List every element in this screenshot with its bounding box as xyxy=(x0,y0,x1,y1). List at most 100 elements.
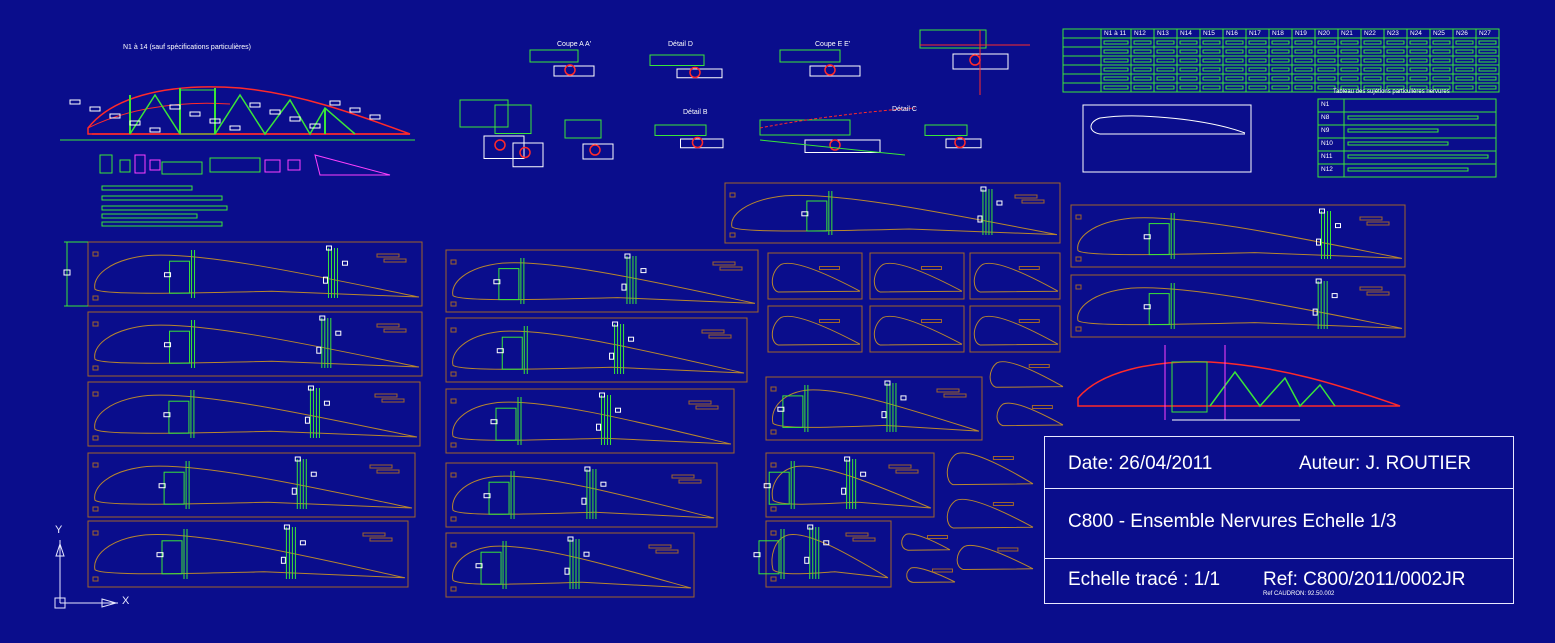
spec-table-mark xyxy=(1156,76,1175,81)
spec-table-header: N24 xyxy=(1410,30,1422,37)
rib-tag xyxy=(1075,284,1082,290)
spec-table-mark xyxy=(1455,40,1474,45)
rib-tag xyxy=(770,429,777,435)
rib-frame xyxy=(445,462,718,528)
detail-bolt xyxy=(589,144,601,156)
assembly-mark xyxy=(89,106,101,112)
rib-tag xyxy=(383,328,407,333)
spec-table-mark xyxy=(1103,67,1129,72)
rib-profile xyxy=(452,545,692,589)
spec-table-mark xyxy=(1478,40,1497,45)
spar-web xyxy=(1148,223,1170,256)
assembly-mark xyxy=(169,104,181,110)
spar-mark xyxy=(156,552,164,558)
spec-table-mark xyxy=(1455,85,1474,90)
spar-web xyxy=(169,260,191,294)
rib-tag xyxy=(450,301,457,307)
spec-table-mark xyxy=(1179,58,1198,63)
spec-table-mark xyxy=(1225,76,1244,81)
spec-table-header: N22 xyxy=(1364,30,1376,37)
spar-web xyxy=(806,200,828,232)
rib-tag xyxy=(1075,256,1082,262)
spec-table-mark xyxy=(1294,49,1313,54)
spec-table-cell xyxy=(1100,55,1132,66)
spar-mark xyxy=(490,419,498,425)
spec-table2-cell xyxy=(1343,98,1497,113)
spar-mark xyxy=(980,186,987,192)
spec-table-mark xyxy=(1386,40,1405,45)
spec-table-cell xyxy=(1100,37,1132,48)
spar-mark xyxy=(628,336,635,342)
spar-mark xyxy=(299,540,306,546)
detail-piece xyxy=(919,29,987,49)
rib-tag xyxy=(450,327,457,333)
spar-mark xyxy=(807,524,814,530)
spar-mark xyxy=(1315,278,1322,284)
rib-profile xyxy=(94,465,413,509)
rib-tag xyxy=(374,393,398,398)
spec-table-mark xyxy=(1202,76,1221,81)
spec-table-mark xyxy=(1294,85,1313,90)
rib-tag xyxy=(719,266,743,271)
mini-rib-tag xyxy=(819,319,840,323)
rib-frame xyxy=(765,376,983,441)
spar-mark xyxy=(325,245,332,251)
spar-mark xyxy=(596,423,602,431)
mini-rib-profile xyxy=(996,402,1064,427)
spec-table-mark xyxy=(1271,76,1290,81)
rib-frame xyxy=(445,532,695,598)
assembly-mark xyxy=(149,127,161,133)
rib-frame xyxy=(87,452,416,518)
spec-table-mark xyxy=(1340,58,1359,63)
spar-mark xyxy=(564,567,570,575)
spar-mark xyxy=(493,279,501,285)
spec-table-mark xyxy=(1271,58,1290,63)
spec-table-mark xyxy=(1455,67,1474,72)
spar-mark xyxy=(624,253,631,259)
nose-frame xyxy=(767,252,863,300)
note-box xyxy=(101,185,193,191)
loose-part xyxy=(99,154,113,174)
spec-table-mark xyxy=(1156,67,1175,72)
rib-tag xyxy=(770,506,777,512)
caudron-ref: Ref CAUDRON: 92.50.002 xyxy=(1263,591,1335,597)
spar-mark xyxy=(996,200,1003,206)
spec-table-header: N20 xyxy=(1318,30,1330,37)
mini-rib-profile xyxy=(973,315,1059,346)
mini-rib-tag xyxy=(932,568,953,573)
spec-table-cell xyxy=(1100,73,1132,84)
spar-mark xyxy=(483,493,491,499)
spar-mark xyxy=(304,416,310,424)
mini-rib-profile xyxy=(901,533,951,551)
rib-tag xyxy=(92,462,99,468)
spec-table-mark xyxy=(1103,76,1129,81)
spar-web xyxy=(168,400,190,434)
mini-rib-tag xyxy=(819,266,840,270)
mini-rib-profile xyxy=(873,262,963,293)
spar-mark xyxy=(583,551,590,557)
rib-tag xyxy=(770,462,777,468)
spar-mark xyxy=(1316,238,1321,246)
spar-mark xyxy=(823,540,830,546)
detail-piece xyxy=(494,104,532,134)
rib-tag xyxy=(450,542,457,548)
spar-mark xyxy=(319,315,326,321)
spec-table-mark xyxy=(1317,67,1336,72)
assembly-mark xyxy=(369,114,381,120)
view-label-detail-c: Détail C xyxy=(892,106,917,113)
spec-table-mark xyxy=(1478,67,1497,72)
mini-rib-profile xyxy=(956,544,1034,570)
rib-tag xyxy=(895,469,919,474)
drawing-title: C800 - Ensemble Nervures Echelle 1/3 xyxy=(1068,511,1397,532)
spec-table-caption: Tableau des sujétions particulières nerv… xyxy=(1333,89,1450,95)
spar-mark xyxy=(600,481,607,487)
rib-tag xyxy=(369,537,393,542)
spar-mark xyxy=(615,407,622,413)
spec-table-mark xyxy=(1103,85,1129,90)
spec-table-mark xyxy=(1478,76,1497,81)
spec-table-mark xyxy=(1179,76,1198,81)
detail-piece xyxy=(459,99,509,128)
spar-mark xyxy=(900,395,907,401)
detail-piece xyxy=(924,124,968,136)
